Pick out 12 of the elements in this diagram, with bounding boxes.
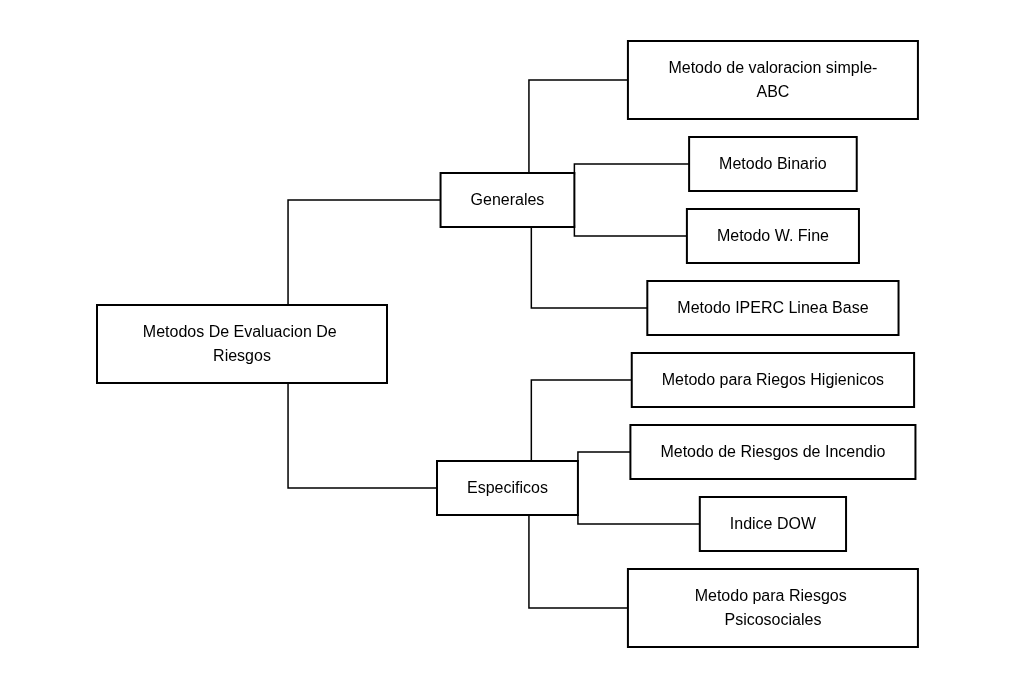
node-box: Metodo IPERC Linea Base [645,280,900,336]
node-box: Metodo para Riegos Higienicos [630,352,915,408]
node-box: Metodo Binario [687,136,858,192]
node-box: Metodo W. Fine [685,208,860,264]
node-box: Generales [439,172,575,228]
node-box: Indice DOW [698,496,847,552]
node-box: Metodos De Evaluacion De Riesgos [95,304,388,384]
node-box: Metodo de valoracion simple-ABC [626,40,919,120]
node-box: Especificos [435,460,579,516]
node-box: Metodo para Riesgos Psicosociales [626,568,919,648]
node-box: Metodo de Riesgos de Incendio [628,424,916,480]
connector [286,199,441,306]
